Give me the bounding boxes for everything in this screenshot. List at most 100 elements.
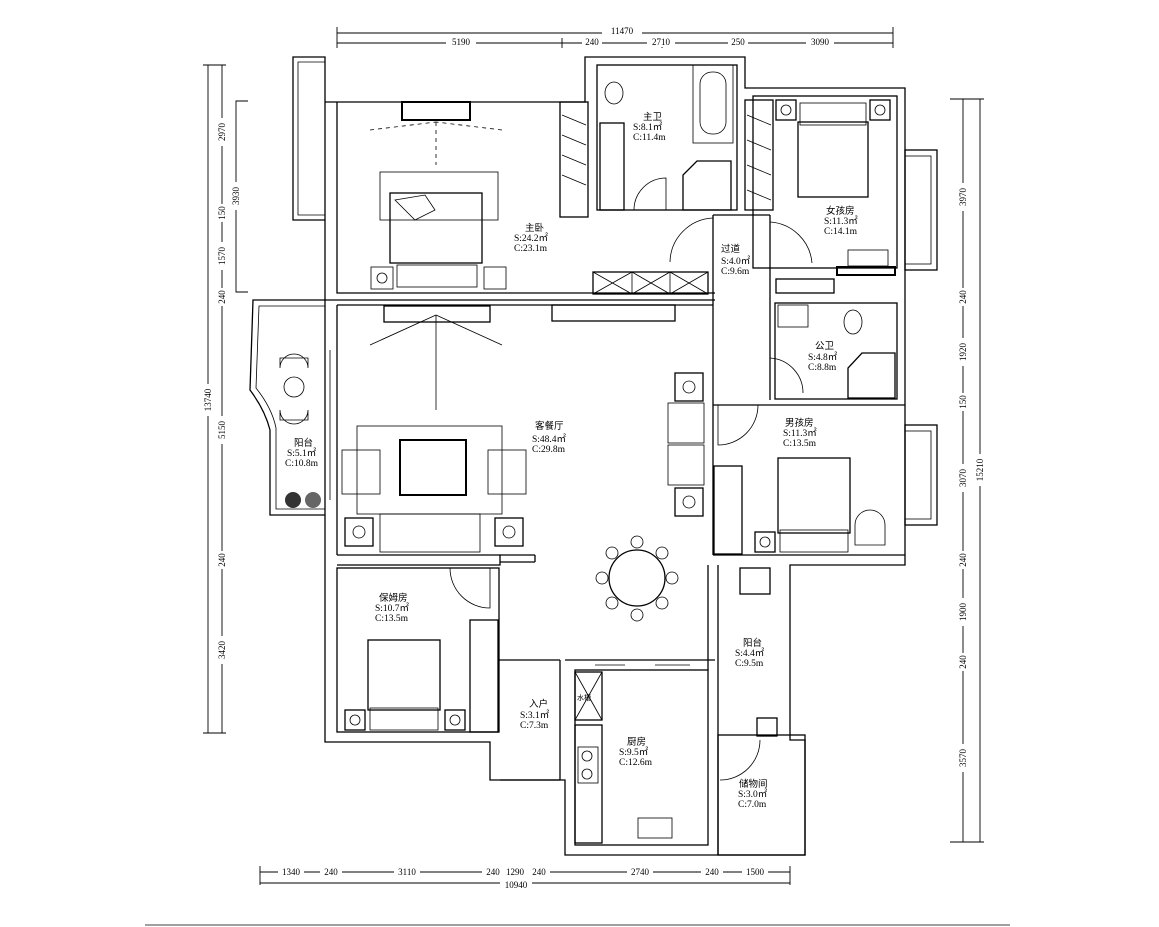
svg-text:C:12.6m: C:12.6m [619,758,653,768]
fixture-label: 水槽 [577,693,591,702]
dim-label: 150 [958,395,968,409]
dimension-bottom: 1340 240 3110 240 1290 240 2740 240 1500… [259,866,791,890]
dim-left-total: 13740 [203,388,213,411]
dim-label: 2710 [652,37,671,47]
svg-text:C:13.5m: C:13.5m [375,614,409,624]
coffee-table [399,439,467,496]
vanity [599,122,625,211]
dim-label: 240 [324,867,338,877]
svg-text:S:5.1㎡: S:5.1㎡ [287,448,317,459]
door [769,357,804,394]
wardrobe [713,465,743,555]
svg-text:C:29.8m: C:29.8m [532,445,566,455]
svg-text:C:9.5m: C:9.5m [735,659,764,669]
dim-label: 240 [217,553,227,567]
svg-text:C:7.3m: C:7.3m [520,721,549,731]
svg-text:储物间: 储物间 [739,778,768,790]
dim-bottom-total: 10940 [505,880,528,890]
dim-label: 2970 [217,123,227,142]
dimension-left: 13740 2970 150 1570 240 5150 240 3420 39… [203,64,248,734]
dim-label: 3970 [958,188,968,207]
svg-text:S:10.7㎡: S:10.7㎡ [375,603,410,614]
dim-label: 2740 [631,867,650,877]
nanny-bed [367,639,441,711]
door [719,739,761,781]
dim-label: 1500 [746,867,765,877]
chair [667,444,705,486]
svg-text:公卫: 公卫 [815,341,835,352]
dimension-top: 11470 5190 240 2710 250 3090 [336,26,894,48]
svg-text:S:9.5㎡: S:9.5㎡ [619,747,649,758]
girl-bed [797,121,869,198]
svg-text:S:4.0㎡: S:4.0㎡ [721,256,751,267]
dining-chairs [595,535,679,622]
svg-text:女孩房: 女孩房 [826,205,855,217]
dim-label: 240 [705,867,719,877]
dim-label: 5150 [217,421,227,440]
stove [577,746,599,784]
svg-text:C:11.4m: C:11.4m [633,133,666,143]
dining-table [608,549,666,607]
svg-text:S:4.4㎡: S:4.4㎡ [735,648,765,659]
dim-label: 240 [958,553,968,567]
walls [145,56,1010,926]
dim-label: 240 [958,655,968,669]
svg-text:C:7.0m: C:7.0m [738,800,767,810]
dim-label: 250 [731,37,745,47]
door [669,217,714,263]
boy-bed [777,457,851,534]
sofa [379,513,481,553]
bathtub [692,64,734,144]
armchair [341,449,381,495]
dim-label: 240 [585,37,599,47]
dim-label: 3090 [811,37,830,47]
dim-label: 1290 [506,867,525,877]
svg-text:入户: 入户 [529,698,548,710]
master-cabinet [592,271,709,295]
counter [574,724,603,844]
svg-text:保姆房: 保姆房 [379,592,408,604]
door [769,221,813,264]
master-bed [370,171,507,290]
shower [847,352,896,399]
svg-text:S:11.3㎡: S:11.3㎡ [824,216,858,227]
dimension-right: 15210 3970 240 1920 150 3070 240 1900 24… [950,98,986,843]
svg-text:阳台: 阳台 [743,637,762,649]
door [449,567,491,609]
dim-label: 150 [217,206,227,220]
svg-text:C:23.1m: C:23.1m [514,244,548,254]
washer [739,567,771,595]
dim-label: 3570 [958,749,968,768]
svg-text:S:3.1㎡: S:3.1㎡ [520,710,550,721]
wardrobe [469,619,499,733]
wardrobe [744,99,774,211]
svg-text:C:13.5m: C:13.5m [783,439,817,449]
dim-label: 3110 [398,867,416,877]
dim-label: 240 [217,290,227,304]
svg-text:S:3.0㎡: S:3.0㎡ [738,789,768,800]
svg-text:C:10.8m: C:10.8m [285,459,319,469]
dim-label: 3420 [217,641,227,660]
svg-text:阳台: 阳台 [294,437,313,449]
dim-label: 3070 [958,469,968,488]
toilet [604,81,624,105]
door [633,177,667,211]
svg-text:主卫: 主卫 [643,111,663,123]
sink [637,817,673,839]
dim-label: 3930 [231,187,241,206]
tv-cabinet [383,305,491,323]
svg-text:厨房: 厨房 [627,736,646,748]
wardrobe [559,101,589,218]
svg-text:S:48.4㎡: S:48.4㎡ [532,434,567,445]
dim-label: 1900 [958,603,968,622]
